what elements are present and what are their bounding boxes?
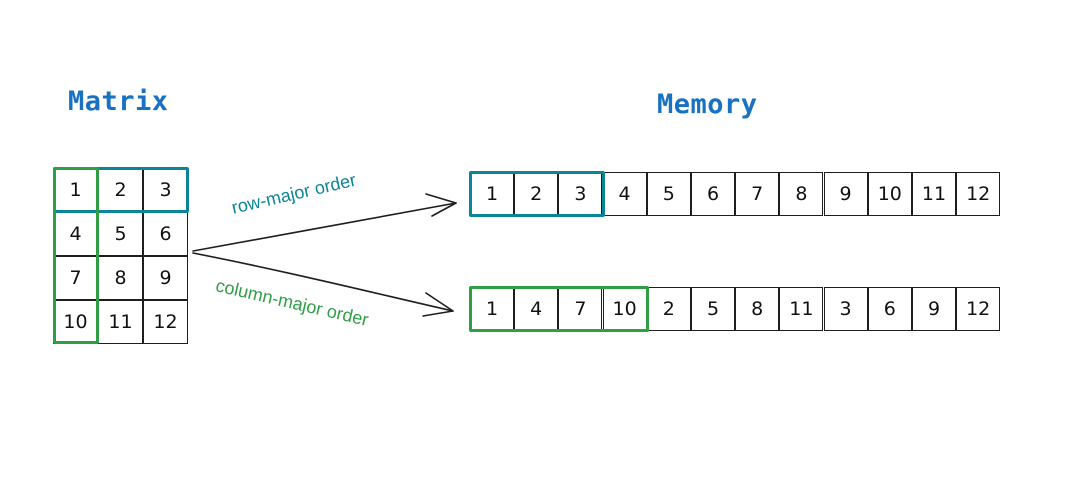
memory-cell: 3 bbox=[558, 172, 603, 216]
memory-title: Memory bbox=[657, 89, 758, 120]
memory-cell: 5 bbox=[691, 287, 735, 331]
memory-cell: 12 bbox=[956, 287, 1001, 331]
memory-cell: 2 bbox=[514, 172, 559, 216]
memory-cell: 7 bbox=[735, 172, 780, 216]
matrix-cell: 6 bbox=[143, 212, 188, 256]
memory-cell: 9 bbox=[823, 172, 868, 216]
matrix-cell: 9 bbox=[143, 256, 188, 300]
matrix-cell: 2 bbox=[98, 168, 143, 212]
memory-cell: 4 bbox=[602, 172, 647, 216]
memory-cell: 11 bbox=[779, 287, 824, 331]
column-major-arrowhead bbox=[422, 292, 454, 317]
memory-cell: 10 bbox=[867, 172, 912, 216]
memory-cell: 8 bbox=[779, 172, 824, 216]
row-major-arrow bbox=[192, 202, 457, 252]
memory-cell: 8 bbox=[735, 287, 780, 331]
memory-cell: 6 bbox=[691, 172, 735, 216]
matrix-cell: 12 bbox=[143, 300, 188, 344]
memory-cell: 1 bbox=[470, 172, 514, 216]
memory-cell: 2 bbox=[646, 287, 691, 331]
memory-cell: 6 bbox=[867, 287, 912, 331]
memory-cell: 5 bbox=[646, 172, 691, 216]
memory-cell: 9 bbox=[912, 287, 956, 331]
memory-cell: 12 bbox=[956, 172, 1001, 216]
matrix-cell: 4 bbox=[53, 212, 98, 256]
memory-cell: 11 bbox=[912, 172, 956, 216]
memory-cell: 10 bbox=[602, 287, 647, 331]
memory-cell: 3 bbox=[823, 287, 868, 331]
row-major-arrowhead bbox=[425, 193, 457, 217]
matrix-cell: 7 bbox=[53, 256, 98, 300]
matrix-title: Matrix bbox=[68, 86, 169, 117]
column-major-arrow bbox=[192, 252, 454, 312]
matrix-cell: 5 bbox=[98, 212, 143, 256]
